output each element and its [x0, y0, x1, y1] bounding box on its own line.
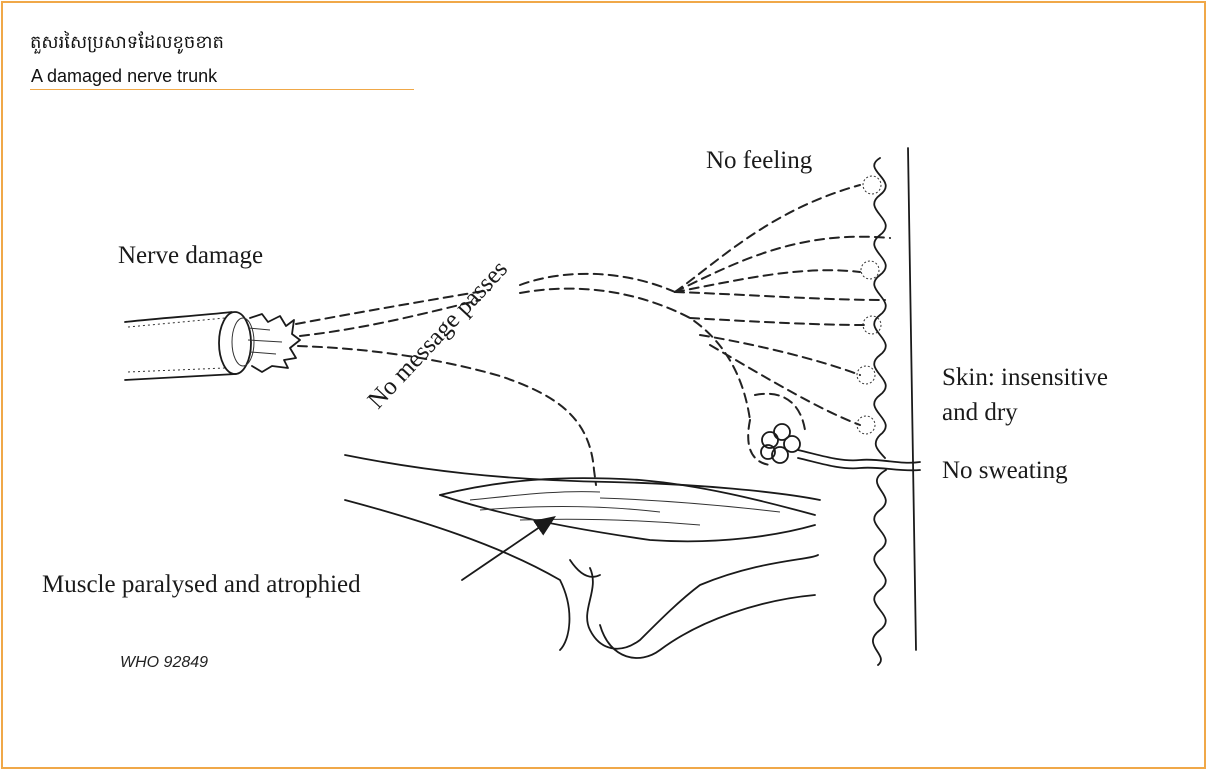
label-no-feeling: No feeling: [706, 147, 813, 174]
label-skin-line2: and dry: [942, 399, 1018, 426]
label-no-message-passes: No message passes: [363, 256, 513, 415]
muscle-bone: [345, 455, 820, 658]
label-no-sweating: No sweating: [942, 457, 1068, 484]
label-skin: Skin: insensitive: [942, 364, 1108, 391]
sweat-gland: [761, 424, 920, 470]
label-muscle: Muscle paralysed and atrophied: [42, 571, 361, 598]
label-nerve-damage: Nerve damage: [118, 242, 263, 269]
nerve-trunk: [125, 312, 300, 380]
credit-code: WHO 92849: [120, 654, 208, 671]
muscle-pointer-arrow: [462, 518, 553, 580]
skin-surface: [857, 148, 916, 665]
nerve-fibres: [296, 185, 890, 485]
